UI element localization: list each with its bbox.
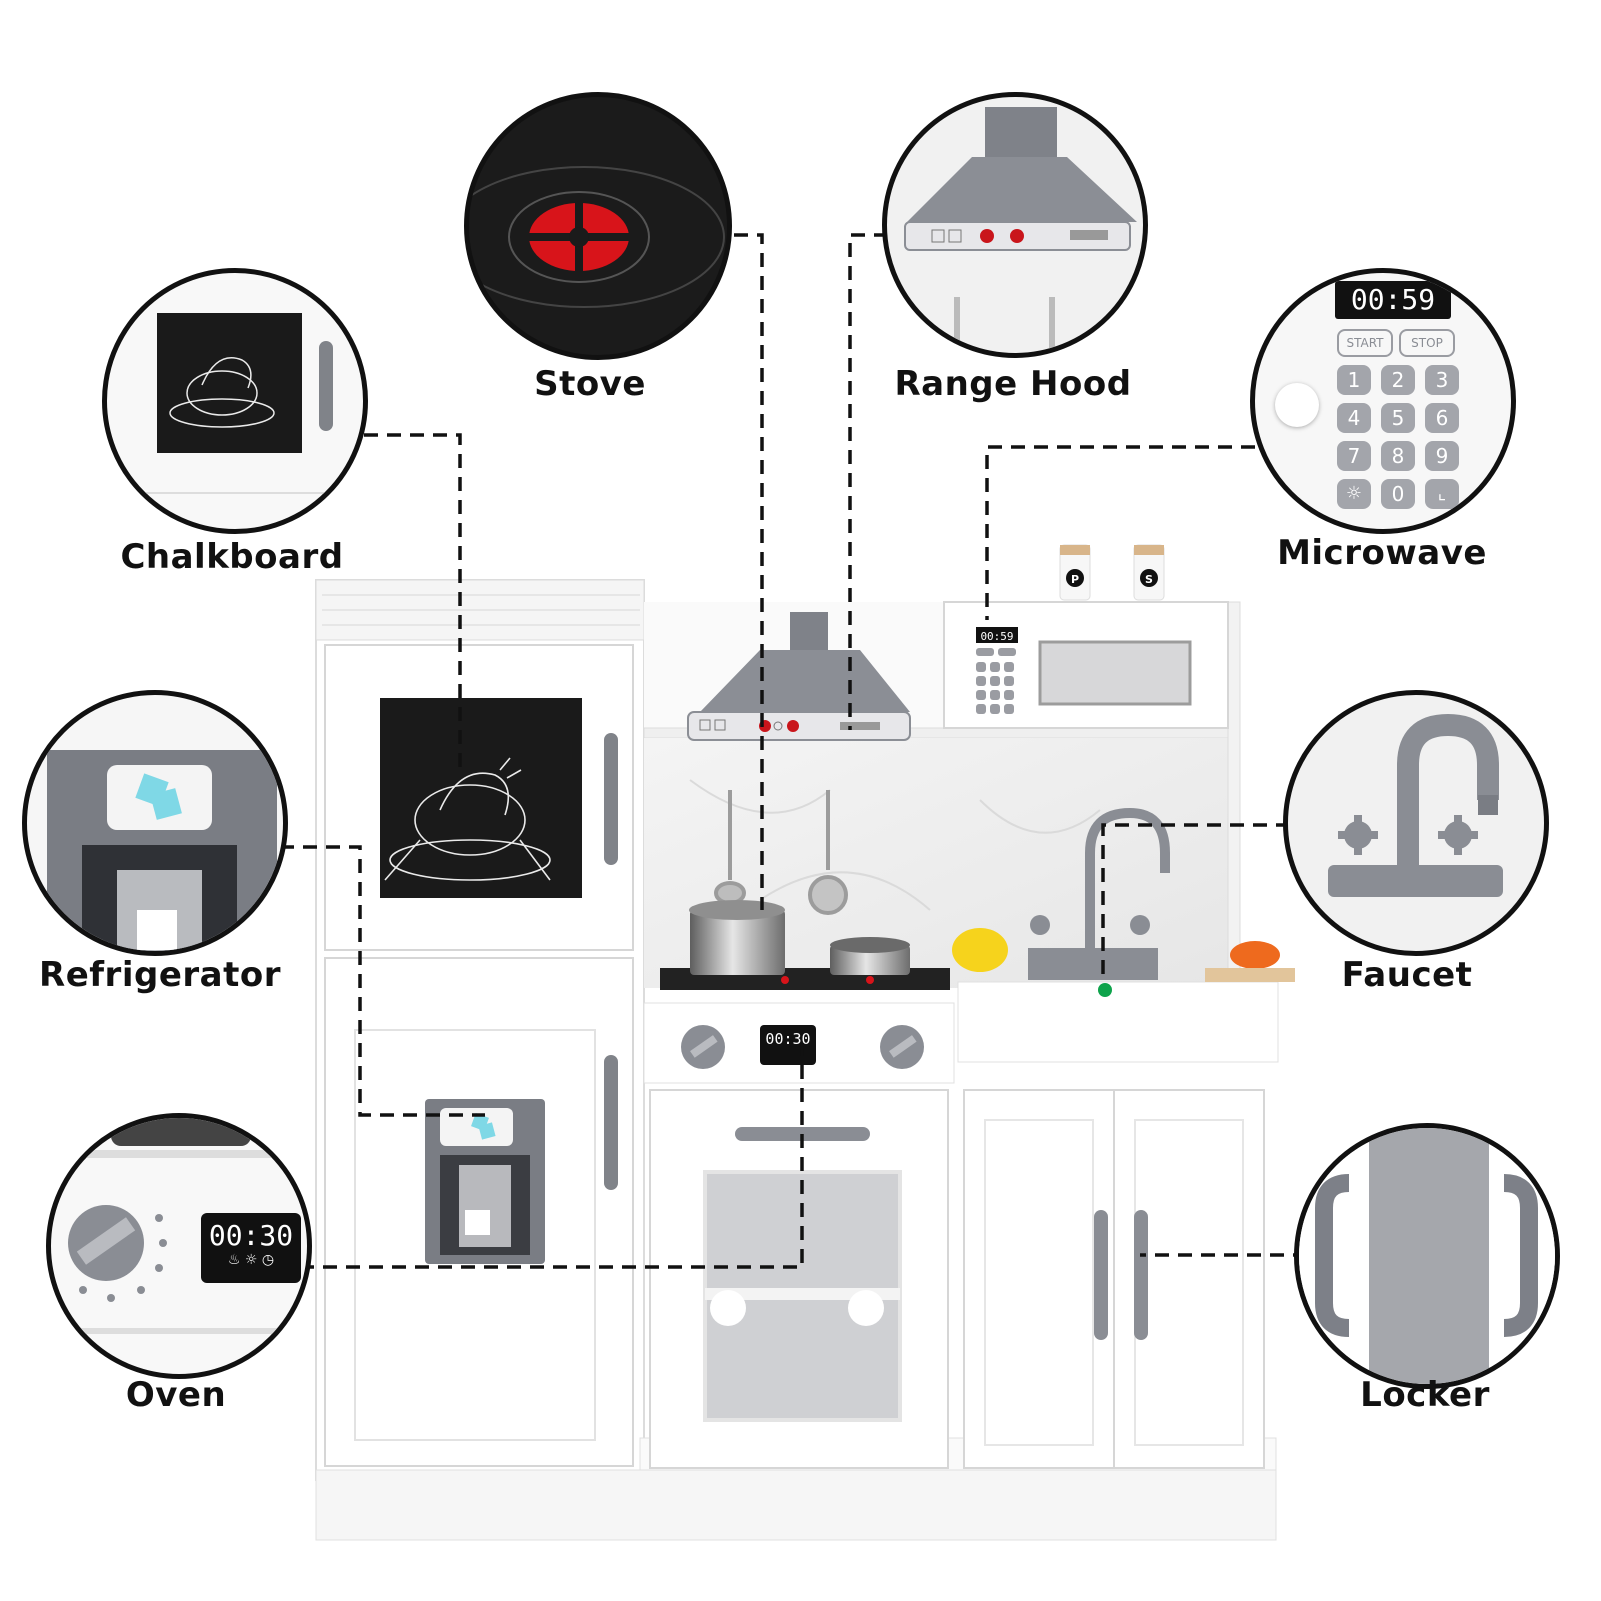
locker-handle-icon [1299,1128,1555,1384]
oven-timer-small: 00:30 [765,1030,810,1048]
pepper-label: P [1071,573,1079,586]
microwave-timer-small: 00:59 [980,630,1013,643]
ice-dispenser-icon [47,750,277,951]
key-6[interactable]: 6 [1425,403,1459,433]
microwave-knob[interactable] [1275,383,1319,427]
oven-knob-icon [51,1118,307,1334]
chalkboard-label: Chalkboard [120,537,344,577]
key-9[interactable]: 9 [1425,441,1459,471]
oven-door [649,1089,949,1469]
faucet-label: Faucet [1341,955,1473,995]
locker-callout-circle [1294,1123,1560,1389]
locker-label: Locker [1360,1375,1490,1415]
range-hood-icon [904,107,1137,353]
key-7[interactable]: 7 [1337,441,1371,471]
refrigerator-label: Refrigerator [39,955,281,995]
start-button[interactable]: START [1337,329,1393,357]
stove-burner-icon [469,166,725,308]
spice-shakers: P S [1059,544,1165,601]
fridge-lower-door [324,957,634,1467]
faucet-callout-circle [1283,690,1549,956]
key-2[interactable]: 2 [1381,365,1415,395]
locker-cabinet [963,1089,1265,1469]
sink-area [952,807,1295,1063]
stop-button[interactable]: STOP [1399,329,1455,357]
salt-label: S [1145,573,1153,586]
key-8[interactable]: 8 [1381,441,1415,471]
clock-icon[interactable]: ⌞ [1425,479,1459,509]
microwave-label: Microwave [1277,533,1487,573]
range-hood [687,612,911,741]
fridge-upper-door [324,644,634,951]
oven-callout-circle: 00:30 ♨ ☼ ◷ [46,1113,312,1379]
microwave: 00:59 [943,601,1229,729]
chalkboard-panel [380,698,582,898]
oven-label: Oven [125,1375,227,1415]
key-3[interactable]: 3 [1425,365,1459,395]
light-icon[interactable]: ☼ [1337,479,1371,509]
oven-timer-panel: 00:30 ♨ ☼ ◷ [201,1213,301,1283]
chalkboard-callout-circle [102,268,368,534]
refrigerator-callout-circle [22,690,288,956]
key-4[interactable]: 4 [1337,403,1371,433]
oven-controls: 00:30 [643,1002,955,1084]
stove-callout-circle [464,92,732,360]
microwave-callout-circle: 00:59 START STOP 1 2 3 4 5 6 7 8 9 ☼ 0 ⌞ [1250,268,1516,534]
oven-mode-icons: ♨ ☼ ◷ [227,1252,275,1268]
microwave-keypad: 1 2 3 4 5 6 7 8 9 ☼ 0 ⌞ [1337,365,1467,509]
key-1[interactable]: 1 [1337,365,1371,395]
stove-top [660,900,950,990]
faucet-icon [1328,713,1503,897]
oven-timer-display: 00:30 [208,1219,294,1252]
key-0[interactable]: 0 [1381,479,1415,509]
stove-label: Stove [534,364,646,404]
key-5[interactable]: 5 [1381,403,1415,433]
range-hood-callout-circle [882,92,1148,358]
range-hood-label: Range Hood [894,364,1132,404]
microwave-timer-display: 00:59 [1335,281,1451,319]
back-wall [643,601,1241,988]
chalkboard-icon [117,313,363,494]
